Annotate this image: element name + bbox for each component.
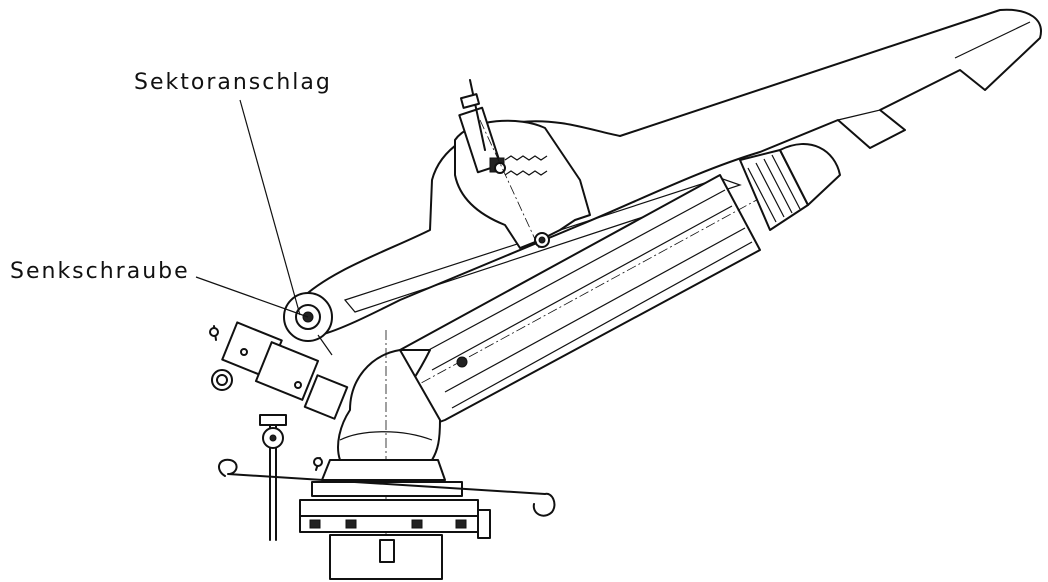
reversing-mechanism bbox=[209, 321, 349, 541]
deflector-arm bbox=[299, 8, 1042, 336]
base-flange bbox=[218, 457, 556, 580]
elbow-body bbox=[337, 330, 441, 582]
label-countersunk-screw: Senkschraube bbox=[10, 259, 190, 284]
leader-countersunk-screw bbox=[195, 276, 309, 318]
leader-sector-stop bbox=[239, 99, 301, 316]
spring-housing bbox=[454, 79, 591, 251]
pivot-screw bbox=[283, 292, 333, 356]
leader-lines bbox=[195, 99, 309, 318]
label-sector-stop: Sektoranschlag bbox=[134, 70, 332, 95]
